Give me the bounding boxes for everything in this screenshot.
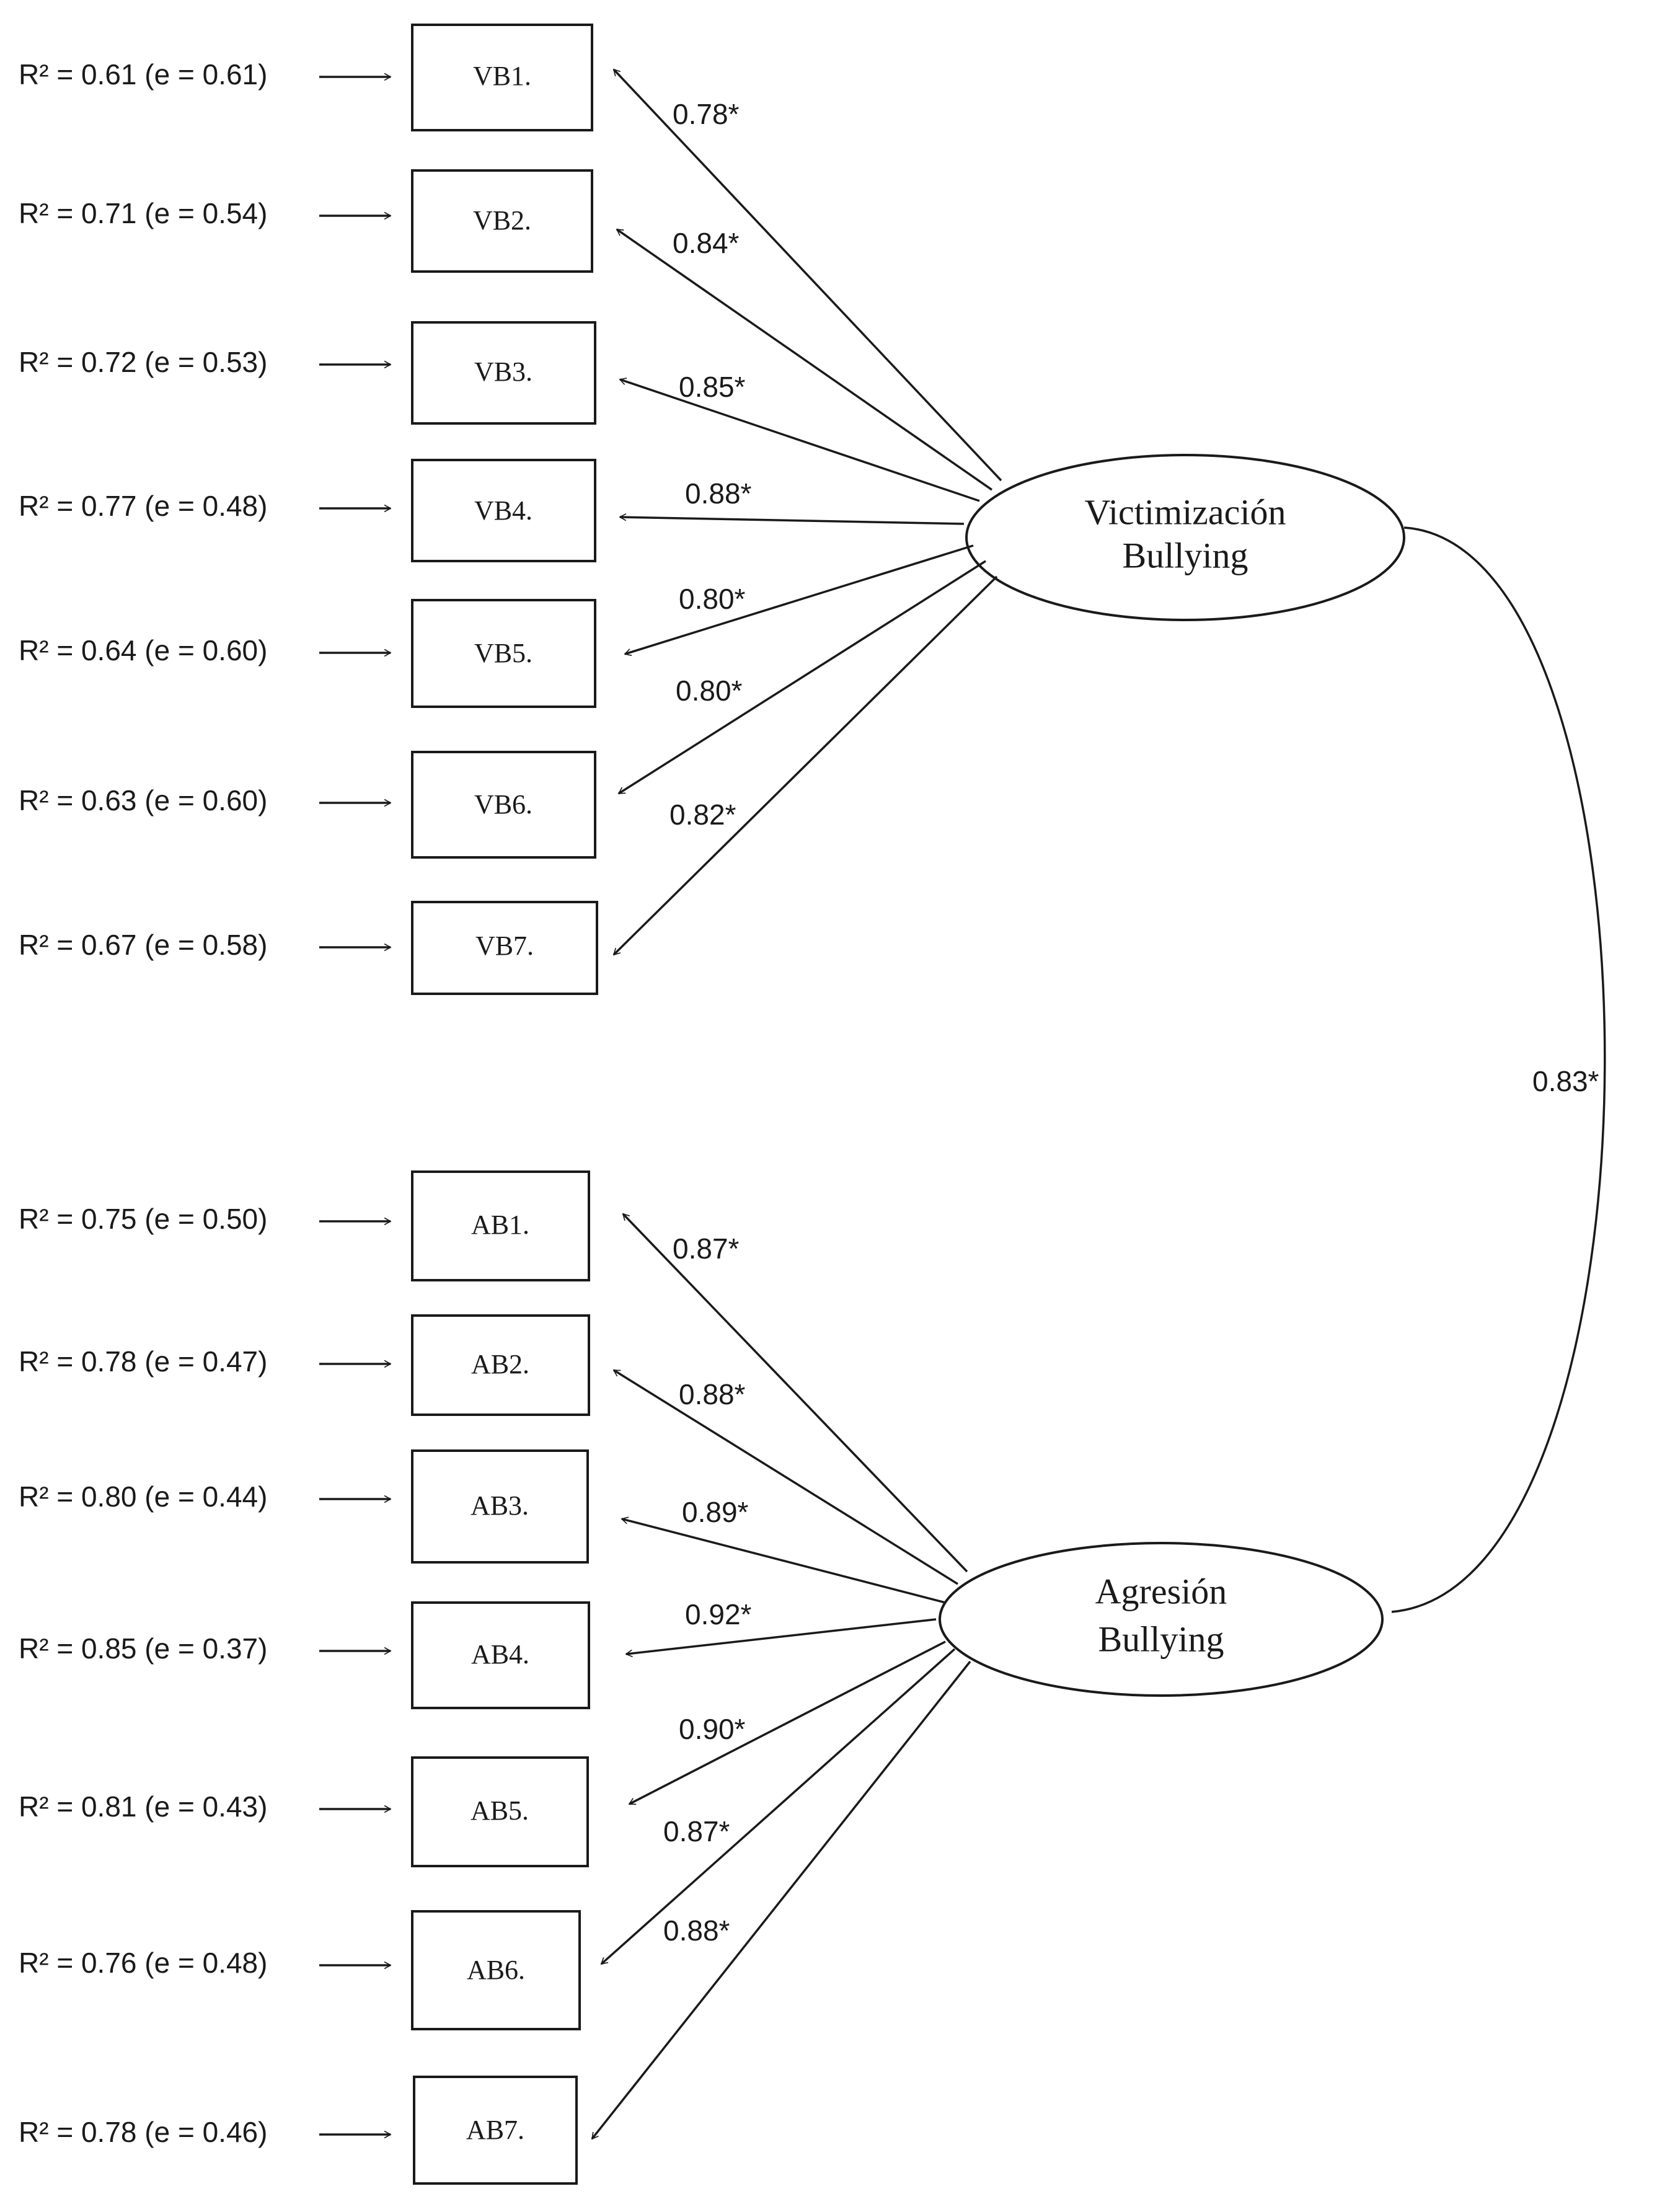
indicator-box: [411, 1756, 589, 1867]
r2-label: R² = 0.76 (e = 0.48): [19, 1947, 267, 1979]
r2-label: R² = 0.72 (e = 0.53): [19, 346, 267, 378]
loading-arrow: [619, 513, 965, 525]
indicator-ab3: R² = 0.80 (e = 0.44) AB3. 0.89*: [19, 1449, 946, 1604]
loading-label: 0.82*: [669, 799, 736, 831]
latent-label-line2: Bullying: [1098, 1619, 1224, 1659]
indicator-box: [411, 1170, 590, 1281]
loading-label: 0.88*: [679, 1378, 746, 1410]
loading-label: 0.80*: [676, 675, 743, 707]
loading-label: 0.84*: [673, 227, 740, 259]
indicator-label: VB4.: [474, 495, 532, 526]
loading-label: 0.92*: [685, 1598, 752, 1630]
indicator-box: [411, 1910, 581, 2030]
loading-arrow: [612, 68, 1002, 482]
latent-label-line1: Victimización: [1084, 492, 1286, 532]
indicator-ab4: R² = 0.85 (e = 0.37) AB4. 0.92*: [19, 1598, 937, 1709]
r2-label: R² = 0.81 (e = 0.43): [19, 1790, 267, 1823]
loading-label: 0.88*: [663, 1914, 730, 1947]
loading-label: 0.90*: [679, 1713, 746, 1745]
indicator-box: [411, 24, 593, 131]
indicator-vb7: R² = 0.67 (e = 0.58) VB7. 0.82*: [19, 575, 998, 995]
indicator-label: AB1.: [471, 1210, 529, 1240]
indicator-vb1: R² = 0.61 (e = 0.61) VB1. 0.78*: [19, 24, 1002, 482]
indicator-label: AB2.: [471, 1349, 529, 1379]
latent-label-line2: Bullying: [1122, 535, 1248, 575]
indicator-vb2: R² = 0.71 (e = 0.54) VB2. 0.84*: [19, 169, 992, 491]
indicator-box: [411, 751, 596, 859]
latent-victimizacion: Victimización Bullying: [965, 454, 1405, 621]
loading-arrow: [628, 1640, 946, 1805]
loading-label: 0.88*: [685, 477, 752, 510]
latent-agresion: Agresión Bullying: [939, 1542, 1384, 1697]
r2-label: R² = 0.85 (e = 0.37): [19, 1632, 267, 1665]
correlation-curve: [1391, 526, 1606, 1613]
loading-arrow: [591, 1660, 971, 2140]
loading-arrow: [625, 1618, 937, 1658]
indicator-label: VB5.: [474, 638, 532, 668]
indicator-vb3: R² = 0.72 (e = 0.53) VB3. 0.85*: [19, 321, 980, 502]
indicator-label: VB1.: [473, 61, 531, 91]
loading-arrow: [621, 1516, 946, 1604]
indicator-box: [411, 901, 598, 995]
r2-label: R² = 0.67 (e = 0.58): [19, 929, 267, 961]
indicator-box: [411, 1601, 590, 1709]
indicator-box: [411, 1314, 590, 1416]
indicator-box: [413, 2076, 578, 2185]
indicator-box: [411, 599, 596, 708]
indicator-vb6: R² = 0.63 (e = 0.60) VB6. 0.80*: [19, 560, 986, 859]
indicator-label: VB6.: [474, 789, 532, 820]
loading-label: 0.87*: [673, 1232, 740, 1265]
indicator-vb5: R² = 0.64 (e = 0.60) VB5. 0.80*: [19, 544, 974, 708]
loading-arrow: [617, 560, 986, 795]
r2-label: R² = 0.61 (e = 0.61): [19, 58, 267, 91]
indicator-box: [411, 321, 596, 425]
r2-label: R² = 0.75 (e = 0.50): [19, 1203, 267, 1235]
indicator-vb4: R² = 0.77 (e = 0.48) VB4. 0.88*: [19, 459, 965, 562]
loading-label: 0.87*: [663, 1815, 730, 1847]
indicator-ab1: R² = 0.75 (e = 0.50) AB1. 0.87*: [19, 1170, 968, 1573]
loading-arrow: [622, 1213, 968, 1573]
indicator-label: AB3.: [471, 1490, 529, 1521]
indicator-label: AB5.: [471, 1795, 529, 1826]
loading-arrow: [612, 575, 998, 956]
r2-label: R² = 0.78 (e = 0.47): [19, 1345, 267, 1378]
loading-label: 0.78*: [673, 98, 740, 130]
indicator-box: [411, 1449, 589, 1564]
r2-label: R² = 0.77 (e = 0.48): [19, 490, 267, 522]
indicator-ab2: R² = 0.78 (e = 0.47) AB2. 0.88*: [19, 1314, 958, 1585]
indicator-ab6: R² = 0.76 (e = 0.48) AB6. 0.87*: [19, 1648, 956, 2030]
r2-label: R² = 0.71 (e = 0.54): [19, 197, 267, 229]
loading-arrow: [616, 228, 992, 491]
indicator-label: VB7.: [475, 931, 534, 961]
r2-label: R² = 0.78 (e = 0.46): [19, 2116, 267, 2148]
r2-label: R² = 0.64 (e = 0.60): [19, 634, 267, 666]
loading-label: 0.80*: [679, 583, 746, 615]
indicator-box: [411, 459, 596, 562]
indicator-label: VB2.: [473, 205, 531, 236]
loading-label: 0.85*: [679, 371, 746, 403]
indicator-box: [411, 169, 593, 273]
latent-ellipse: [965, 454, 1405, 621]
indicator-ab5: R² = 0.81 (e = 0.43) AB5. 0.90*: [19, 1640, 946, 1867]
correlation-label: 0.83*: [1532, 1065, 1599, 1097]
latent-label-line1: Agresión: [1095, 1571, 1227, 1611]
r2-label: R² = 0.80 (e = 0.44): [19, 1480, 267, 1513]
indicator-label: AB6.: [467, 1955, 525, 1985]
indicator-label: VB3.: [474, 356, 532, 387]
latent-ellipse: [939, 1542, 1384, 1697]
indicator-label: AB4.: [471, 1639, 529, 1670]
loading-label: 0.89*: [682, 1496, 749, 1528]
indicator-label: AB7.: [466, 2115, 524, 2145]
loading-arrow: [619, 378, 980, 502]
r2-label: R² = 0.63 (e = 0.60): [19, 784, 267, 816]
loading-arrow: [600, 1648, 956, 1965]
loading-arrow: [612, 1369, 958, 1585]
indicator-ab7: R² = 0.78 (e = 0.46) AB7. 0.88*: [19, 1660, 971, 2185]
loading-arrow: [624, 544, 974, 657]
